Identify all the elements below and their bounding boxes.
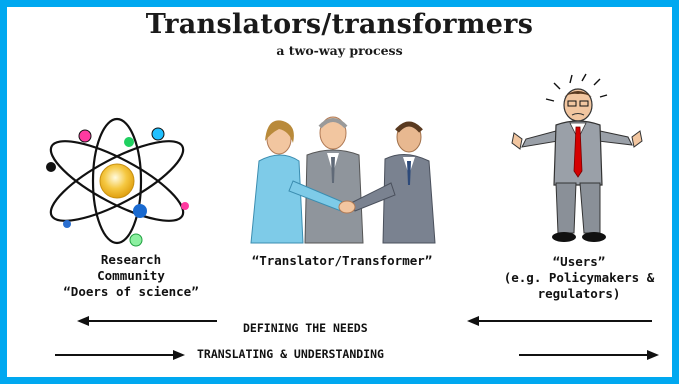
research-community-label: Research Community “Doers of science” bbox=[31, 252, 231, 300]
defining-arrow-left bbox=[77, 316, 217, 326]
users-label: “Users” (e.g. Policymakers & regulators) bbox=[489, 254, 669, 302]
users-line-1: “Users” bbox=[552, 254, 606, 269]
translating-understanding-text: TRANSLATING & UNDERSTANDING bbox=[197, 347, 384, 361]
atom-icon bbox=[46, 117, 189, 247]
slide-title: Translators/transformers bbox=[145, 9, 534, 40]
users-line-3: regulators) bbox=[537, 286, 621, 301]
translating-arrow-right bbox=[519, 350, 659, 360]
slide-subtitle: a two-way process bbox=[276, 43, 403, 58]
research-line-1: Research bbox=[100, 252, 162, 267]
translating-arrow-left-segment bbox=[55, 350, 185, 360]
research-line-3: “Doers of science” bbox=[63, 284, 199, 299]
shrugging-man-icon bbox=[511, 73, 643, 242]
handshake-people-icon bbox=[250, 116, 436, 244]
defining-needs-text: DEFINING THE NEEDS bbox=[243, 321, 368, 335]
defining-arrow-right-segment bbox=[467, 316, 652, 326]
translator-label: “Translator/Transformer” bbox=[251, 253, 433, 268]
users-line-2: (e.g. Policymakers & bbox=[503, 270, 655, 285]
research-line-2: Community bbox=[97, 268, 165, 283]
